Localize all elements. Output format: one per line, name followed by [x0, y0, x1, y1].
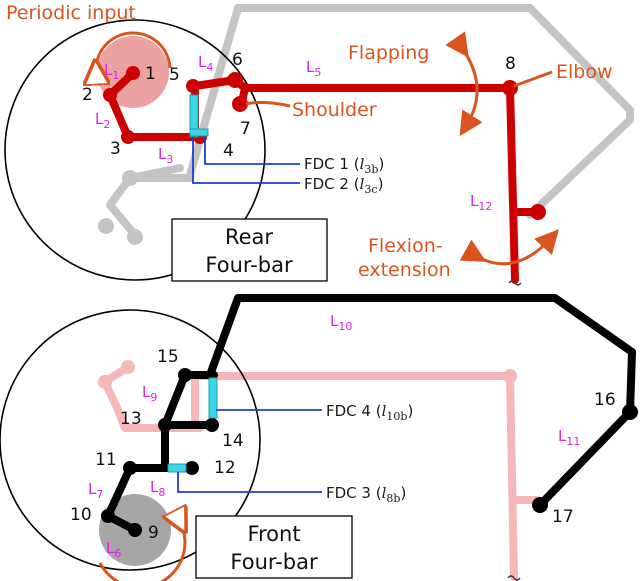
- rear-section: 1 2 3 4 5 6 7 8 L1 L2 L3 L4 L5 L12 Perio…: [4, 2, 634, 286]
- link-label-l7: L7: [88, 480, 103, 501]
- front-section: 9 10 11 12 13 14 15 16 17 L6 L7 L8 L9 L1…: [0, 294, 638, 581]
- joint-label-10: 10: [70, 505, 92, 525]
- fdc-link-l8: [167, 463, 187, 473]
- joint-label-15: 15: [157, 347, 179, 367]
- joint-label-3: 3: [110, 139, 121, 159]
- fdc-link-l10: [208, 377, 218, 419]
- fdc1-wire: [204, 137, 300, 165]
- rear-ghost-linkage: [106, 4, 634, 239]
- flexion-label-2: extension: [358, 259, 451, 281]
- link-label-l4: L4: [198, 53, 213, 74]
- flapping-label: Flapping: [348, 42, 429, 64]
- joint-label-2: 2: [82, 85, 93, 105]
- rear-wing-break-mark: [508, 280, 522, 286]
- link-label-l5: L5: [306, 58, 321, 79]
- joint-label-12: 12: [214, 458, 236, 478]
- link-label-l11: L11: [558, 427, 580, 448]
- shoulder-label: Shoulder: [292, 99, 377, 121]
- front-box-line2: Four-bar: [230, 550, 318, 574]
- joint-label-6: 6: [232, 50, 243, 70]
- joint-label-17: 17: [552, 507, 574, 527]
- fdc2-label: FDC 2 (l3c): [304, 175, 383, 196]
- flexion-arrow: [459, 229, 560, 266]
- joint-label-9: 9: [148, 523, 159, 543]
- joint-label-11: 11: [95, 450, 117, 470]
- joint-label-7: 7: [240, 119, 251, 139]
- joint-label-14: 14: [222, 431, 244, 451]
- link-label-l9: L9: [142, 383, 157, 404]
- fdc2-wire: [192, 137, 300, 184]
- front-fourbar-circle: [0, 309, 261, 571]
- fdc-link-l3-foot: [189, 128, 209, 137]
- rear-ghost-joints: [98, 170, 143, 245]
- link-label-l1: L1: [104, 61, 119, 82]
- elbow-pointer: [513, 70, 553, 88]
- front-box-line1: Front: [247, 522, 300, 546]
- joint-label-8: 8: [505, 54, 516, 74]
- front-ghost-joints: [98, 360, 517, 389]
- shoulder-pointer: [245, 100, 291, 108]
- flexion-label-1: Flexion-: [368, 235, 443, 257]
- link-label-l12: L12: [470, 192, 492, 213]
- joint-label-4: 4: [223, 141, 234, 161]
- front-joints: [101, 368, 638, 537]
- link-label-l8: L8: [150, 478, 165, 499]
- link-label-l2: L2: [95, 110, 110, 131]
- fdc-link-l3: [189, 94, 199, 138]
- joint-label-1: 1: [145, 64, 156, 84]
- fdc3-wire: [177, 472, 322, 493]
- front-wing-break-mark: [507, 575, 521, 581]
- rear-input-rotation-arrow: [96, 31, 172, 72]
- front-ghost-linkage: [101, 363, 541, 581]
- front-fourbar-box: [195, 515, 353, 579]
- fdc3-label: FDC 3 (l8b): [326, 484, 406, 505]
- fdc1-label: FDC 1 (l3b): [304, 155, 384, 176]
- periodic-input-label: Periodic input: [6, 2, 136, 24]
- link-label-l6: L6: [106, 539, 121, 560]
- joint-label-13: 13: [120, 409, 142, 429]
- link-label-l3: L3: [158, 145, 173, 166]
- rear-box-line2: Four-bar: [205, 253, 293, 277]
- joint-label-16: 16: [594, 390, 616, 410]
- rear-joints: [103, 66, 546, 220]
- fdc4-label: FDC 4 (l10b): [326, 402, 413, 423]
- elbow-label: Elbow: [556, 61, 613, 83]
- link-label-l10: L10: [330, 312, 352, 333]
- joint-label-5: 5: [169, 65, 180, 85]
- flapping-arrow: [445, 31, 483, 137]
- rear-fourbar-circle: [4, 19, 266, 281]
- front-input-rotation-arrow: [98, 522, 185, 581]
- rear-fourbar-box: [171, 218, 328, 282]
- rear-box-line1: Rear: [225, 225, 273, 249]
